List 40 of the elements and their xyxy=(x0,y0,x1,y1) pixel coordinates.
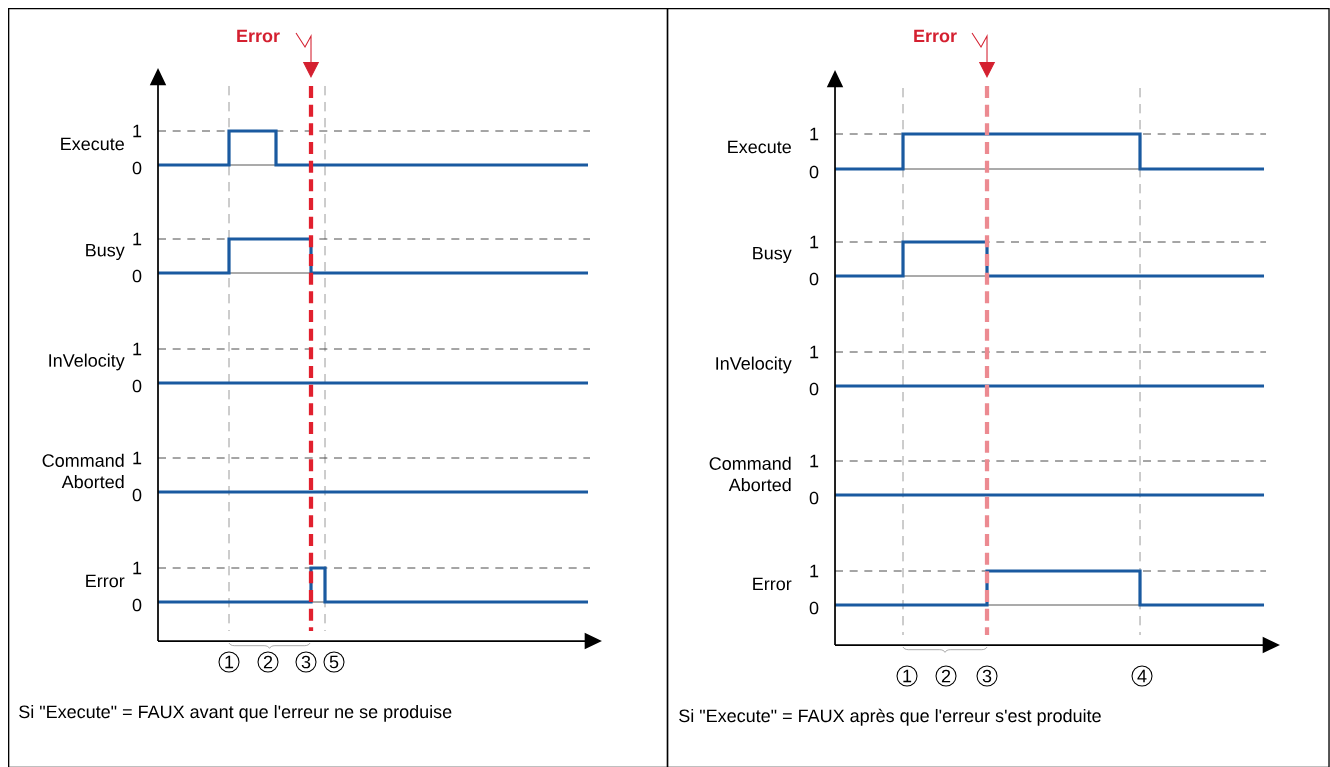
tick-label: 0 xyxy=(132,269,142,283)
signal-name: Execute xyxy=(728,140,791,154)
tick-label: 0 xyxy=(809,601,819,615)
tick-label: 1 xyxy=(133,232,142,246)
tick-label: 0 xyxy=(132,161,142,175)
tick-label: 1 xyxy=(810,564,819,578)
callout-number: 2 xyxy=(257,651,279,673)
signal-name: Command Aborted xyxy=(709,456,791,492)
tick-label: 1 xyxy=(810,454,819,468)
tick-label: 1 xyxy=(133,561,142,575)
signal-name: Busy xyxy=(86,243,125,261)
signal-name: Execute xyxy=(61,137,124,151)
tick-label: 1 xyxy=(810,345,819,359)
signal-name: Busy xyxy=(753,246,792,264)
tick-label: 1 xyxy=(810,127,819,141)
callout-number: 1 xyxy=(218,651,240,673)
callout-number: 3 xyxy=(295,651,317,673)
tick-label: 0 xyxy=(132,598,142,612)
signal-name: Command Aborted xyxy=(42,453,124,489)
tick-label: 0 xyxy=(132,379,142,393)
tick-label: 1 xyxy=(133,342,142,356)
callout-number: 3 xyxy=(976,665,998,687)
callout-number: 4 xyxy=(1131,665,1153,687)
tick-label: 1 xyxy=(810,235,819,249)
signal-name: InVelocity xyxy=(716,356,792,374)
tick-label: 0 xyxy=(809,272,819,286)
callout-number: 2 xyxy=(935,665,957,687)
tick-label: 0 xyxy=(809,382,819,396)
signal-name: Error xyxy=(86,574,125,588)
error-label: Error xyxy=(237,29,280,43)
error-label: Error xyxy=(914,29,957,43)
signal-name: Error xyxy=(753,577,792,591)
tick-label: 0 xyxy=(809,165,819,179)
callout-number: 1 xyxy=(896,665,918,687)
tick-label: 1 xyxy=(133,124,142,138)
tick-label: 0 xyxy=(132,488,142,502)
tick-label: 0 xyxy=(809,491,819,505)
callout-number: 5 xyxy=(323,651,345,673)
signal-name: InVelocity xyxy=(49,353,125,371)
tick-label: 1 xyxy=(133,451,142,465)
